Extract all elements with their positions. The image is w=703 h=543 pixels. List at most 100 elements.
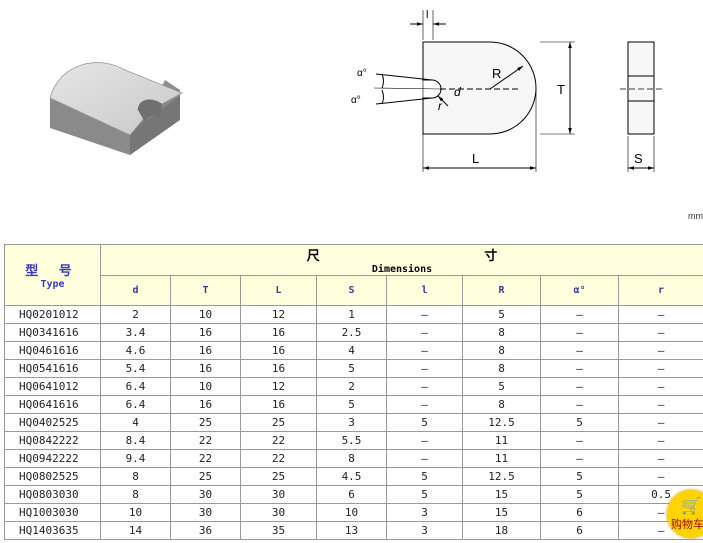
dimensions-table: 型 号 Type 尺 寸 Dimensions d T L S l R α° r… [4, 244, 703, 540]
value-cell: 30 [170, 485, 241, 504]
value-cell: 12 [240, 377, 317, 396]
value-cell: 5 [316, 395, 387, 414]
type-cell: HQ0341616 [4, 323, 101, 342]
front-view [373, 10, 575, 172]
value-cell: 5 [462, 377, 541, 396]
shopping-cart-button[interactable]: 🛒 购物车 [667, 490, 703, 538]
value-cell: 35 [240, 521, 317, 540]
unit-label: mm [688, 211, 703, 221]
value-cell: – [540, 395, 619, 414]
cart-label: 购物车 [671, 518, 703, 531]
dim-label-R: R [492, 66, 501, 81]
value-cell: – [617, 305, 703, 324]
value-cell: 22 [170, 431, 241, 450]
type-cell: HQ0942222 [4, 449, 101, 468]
value-cell: – [386, 359, 463, 378]
value-cell: 30 [170, 503, 241, 522]
value-cell: 25 [240, 467, 317, 486]
value-cell: – [617, 341, 703, 360]
dimensions-header-zh: 尺 寸 [306, 249, 578, 264]
value-cell: 13 [316, 521, 387, 540]
value-cell: 25 [240, 413, 317, 432]
value-cell: 16 [240, 395, 317, 414]
value-cell: – [617, 449, 703, 468]
value-cell: – [617, 431, 703, 450]
value-cell: 8 [462, 395, 541, 414]
value-cell: – [386, 431, 463, 450]
value-cell: 16 [170, 341, 241, 360]
col-header-S: S [316, 275, 387, 306]
col-header-l: l [386, 275, 463, 306]
value-cell: 16 [240, 359, 317, 378]
value-cell: 5.4 [100, 359, 171, 378]
dim-label-l: l [426, 9, 428, 21]
value-cell: 25 [170, 467, 241, 486]
value-cell: – [386, 377, 463, 396]
value-cell: – [540, 305, 619, 324]
value-cell: 8 [316, 449, 387, 468]
value-cell: 9.4 [100, 449, 171, 468]
value-cell: 2 [100, 305, 171, 324]
type-header-zh: 型 号 [25, 264, 80, 279]
col-header-L: L [240, 275, 317, 306]
type-header-en: Type [40, 279, 65, 290]
value-cell: – [617, 467, 703, 486]
value-cell: 5 [386, 413, 463, 432]
value-cell: – [540, 359, 619, 378]
shopping-cart-icon: 🛒 [681, 496, 701, 515]
value-cell: 6 [540, 521, 619, 540]
value-cell: – [386, 305, 463, 324]
value-cell: 10 [170, 377, 241, 396]
value-cell: 22 [240, 449, 317, 468]
side-view [620, 41, 662, 172]
type-cell: HQ1003030 [4, 503, 101, 522]
value-cell: 5.5 [316, 431, 387, 450]
value-cell: 18 [462, 521, 541, 540]
col-header-T: T [170, 275, 241, 306]
value-cell: – [386, 395, 463, 414]
value-cell: 22 [240, 431, 317, 450]
value-cell: 14 [100, 521, 171, 540]
value-cell: – [617, 359, 703, 378]
value-cell: 16 [240, 323, 317, 342]
value-cell: 5 [462, 305, 541, 324]
value-cell: 3 [386, 503, 463, 522]
value-cell: 5 [540, 413, 619, 432]
type-cell: HQ0802525 [4, 467, 101, 486]
type-cell: HQ0803030 [4, 485, 101, 504]
value-cell: 8.4 [100, 431, 171, 450]
value-cell: 12.5 [462, 413, 541, 432]
value-cell: – [386, 341, 463, 360]
value-cell: 3 [316, 413, 387, 432]
value-cell: 3.4 [100, 323, 171, 342]
value-cell: 1 [316, 305, 387, 324]
value-cell: 16 [170, 323, 241, 342]
value-cell: 12.5 [462, 467, 541, 486]
type-header: 型 号 Type [4, 244, 101, 306]
type-cell: HQ0201012 [4, 305, 101, 324]
type-cell: HQ0541616 [4, 359, 101, 378]
type-cell: HQ0641012 [4, 377, 101, 396]
value-cell: 16 [170, 395, 241, 414]
value-cell: 25 [170, 413, 241, 432]
value-cell: 8 [100, 467, 171, 486]
value-cell: 30 [240, 485, 317, 504]
value-cell: – [540, 341, 619, 360]
dim-label-L: L [472, 151, 479, 166]
value-cell: 36 [170, 521, 241, 540]
value-cell: 6 [540, 503, 619, 522]
col-header-alpha: α° [540, 275, 619, 306]
value-cell: 11 [462, 431, 541, 450]
type-cell: HQ0402525 [4, 413, 101, 432]
type-cell: HQ1403635 [4, 521, 101, 540]
value-cell: 12 [240, 305, 317, 324]
value-cell: – [540, 377, 619, 396]
